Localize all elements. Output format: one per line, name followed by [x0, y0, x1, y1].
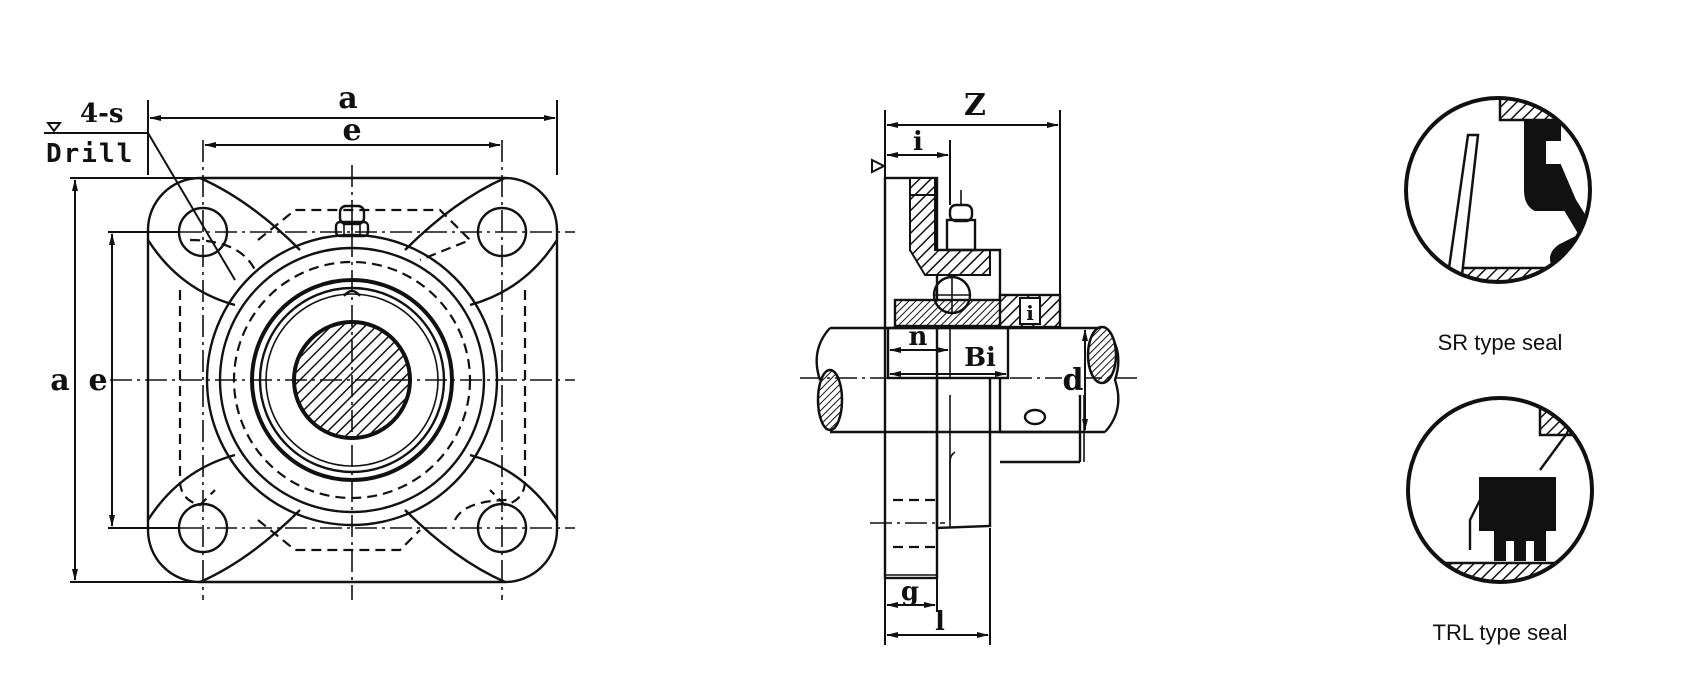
- sr-seal-caption: SR type seal: [1438, 330, 1563, 355]
- dim-label-a-vertical: a: [50, 363, 69, 398]
- drill-count-label: 4-s: [80, 99, 124, 129]
- side-view: i Z i n Bi d g: [800, 88, 1140, 645]
- drill-label: Drill: [46, 139, 134, 169]
- grease-nipple-side-icon: [945, 190, 977, 252]
- trl-seal-detail: TRL type seal: [1406, 396, 1594, 645]
- trl-seal-caption: TRL type seal: [1433, 620, 1568, 645]
- surface-finish-icon: [871, 158, 887, 174]
- dim-label-bi: Bi: [964, 343, 996, 373]
- surface-finish-icon: [46, 122, 62, 133]
- dim-label-z: Z: [964, 88, 986, 123]
- dim-label-d: d: [1063, 363, 1084, 398]
- dim-label-n: n: [909, 322, 928, 352]
- dim-label-e-vertical: e: [88, 363, 107, 398]
- collar-mark-label: i: [1026, 301, 1034, 325]
- sr-seal-detail: SR type seal: [1404, 96, 1592, 355]
- dim-label-i: i: [913, 127, 923, 157]
- front-view: a e a e 4-s Drill: [44, 81, 575, 600]
- dim-label-e: e: [342, 113, 361, 148]
- dim-label-g: g: [901, 577, 919, 607]
- dim-label-l: l: [935, 607, 945, 637]
- dim-label-a: a: [338, 81, 357, 116]
